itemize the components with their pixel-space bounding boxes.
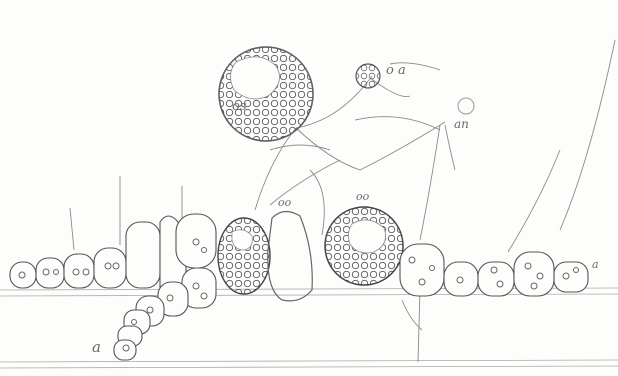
substrate-lines (0, 288, 618, 368)
tube-cell (268, 211, 312, 300)
label-a-bottom: a (92, 338, 101, 356)
oogonium-os (219, 47, 313, 141)
oogonium-left (218, 218, 270, 294)
label-oo-right: oo (356, 190, 370, 203)
label-oo-upper: oo (278, 196, 292, 209)
antheridium (356, 64, 380, 88)
oogonium-oo-right (325, 207, 403, 285)
label-oa: o a (386, 63, 406, 78)
label-an: an (454, 117, 469, 131)
cell-an (458, 98, 474, 114)
label-os: os (232, 99, 247, 114)
label-a-right: a (592, 258, 599, 271)
filament-cells-right (400, 244, 588, 296)
